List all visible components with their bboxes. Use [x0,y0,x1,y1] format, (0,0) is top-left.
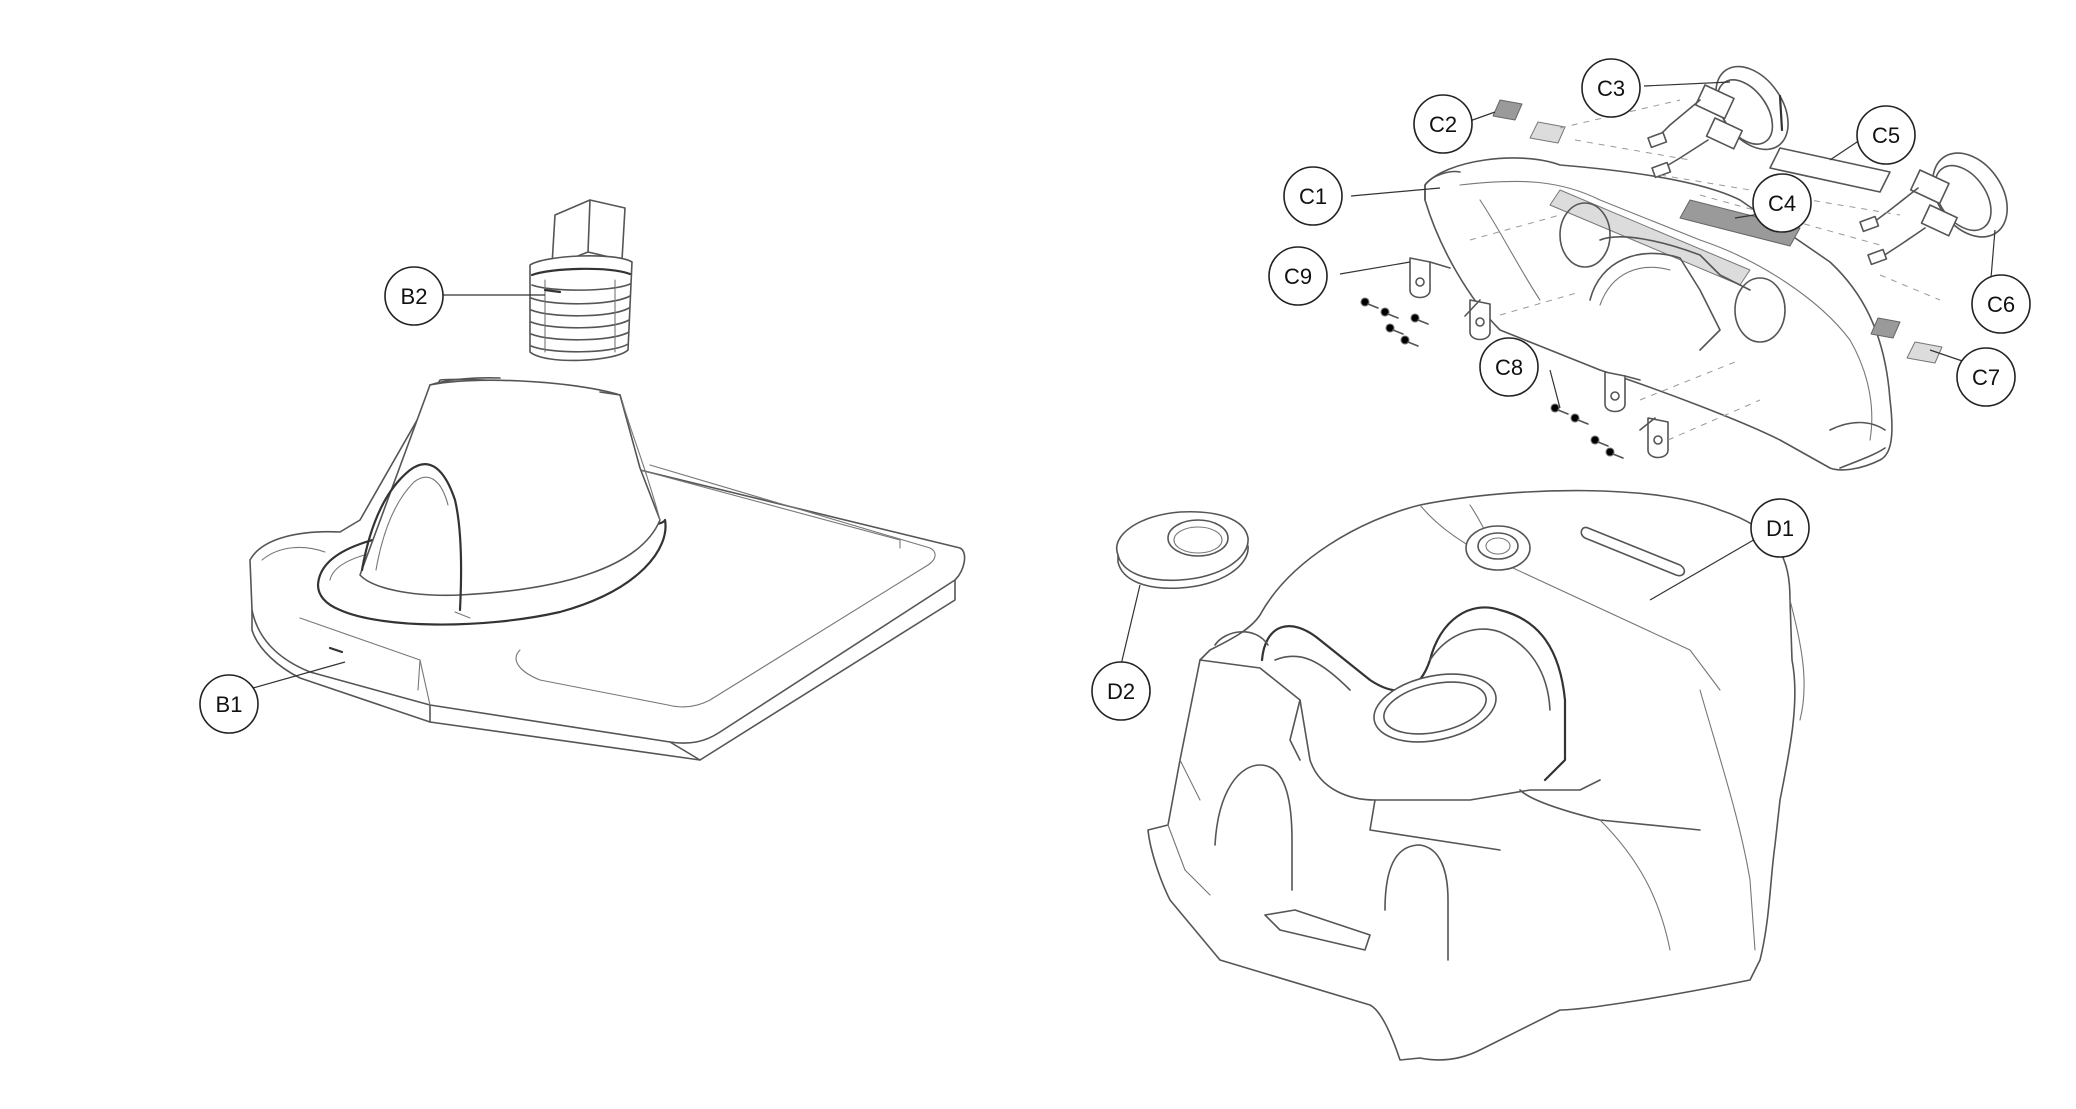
callout-c5: C5 [1856,105,1916,165]
callout-d2: D2 [1091,661,1151,721]
callout-c7: C7 [1956,347,2016,407]
part-c8-bracket [1550,371,1669,459]
part-c7-reflector [1870,317,1943,364]
callout-d1: D1 [1750,498,1810,558]
svg-text:C9: C9 [1284,264,1312,289]
callout-c6: C6 [1971,274,2031,334]
callout-b2: B2 [384,266,444,326]
callout-c3: C3 [1581,58,1641,118]
part-c2-reflector [1492,99,1566,144]
svg-text:C6: C6 [1987,292,2015,317]
svg-text:C3: C3 [1597,76,1625,101]
svg-text:C4: C4 [1768,191,1796,216]
callout-c4: C4 [1752,173,1812,233]
svg-text:D1: D1 [1766,516,1794,541]
callout-c8: C8 [1479,337,1539,397]
svg-text:C8: C8 [1495,355,1523,380]
part-b1-shroud [249,377,966,761]
part-d2-grommet [1115,510,1249,590]
part-c5-label [1769,147,1891,193]
part-c3-lamp [1647,65,1789,179]
svg-text:C2: C2 [1429,112,1457,137]
svg-text:C5: C5 [1872,123,1900,148]
callout-c1: C1 [1283,166,1343,226]
callout-c9: C9 [1268,246,1328,306]
svg-text:D2: D2 [1107,679,1135,704]
svg-text:C7: C7 [1972,365,2000,390]
part-c9-bracket [1360,257,1491,347]
svg-text:C1: C1 [1299,184,1327,209]
part-c6-lamp [1859,152,2008,266]
part-d1-rear-shroud [1147,489,1805,1061]
svg-text:B2: B2 [401,284,428,309]
callout-b1: B1 [199,674,259,734]
svg-text:B1: B1 [216,692,243,717]
part-b2-bellows [529,199,633,362]
callout-c2: C2 [1413,94,1473,154]
